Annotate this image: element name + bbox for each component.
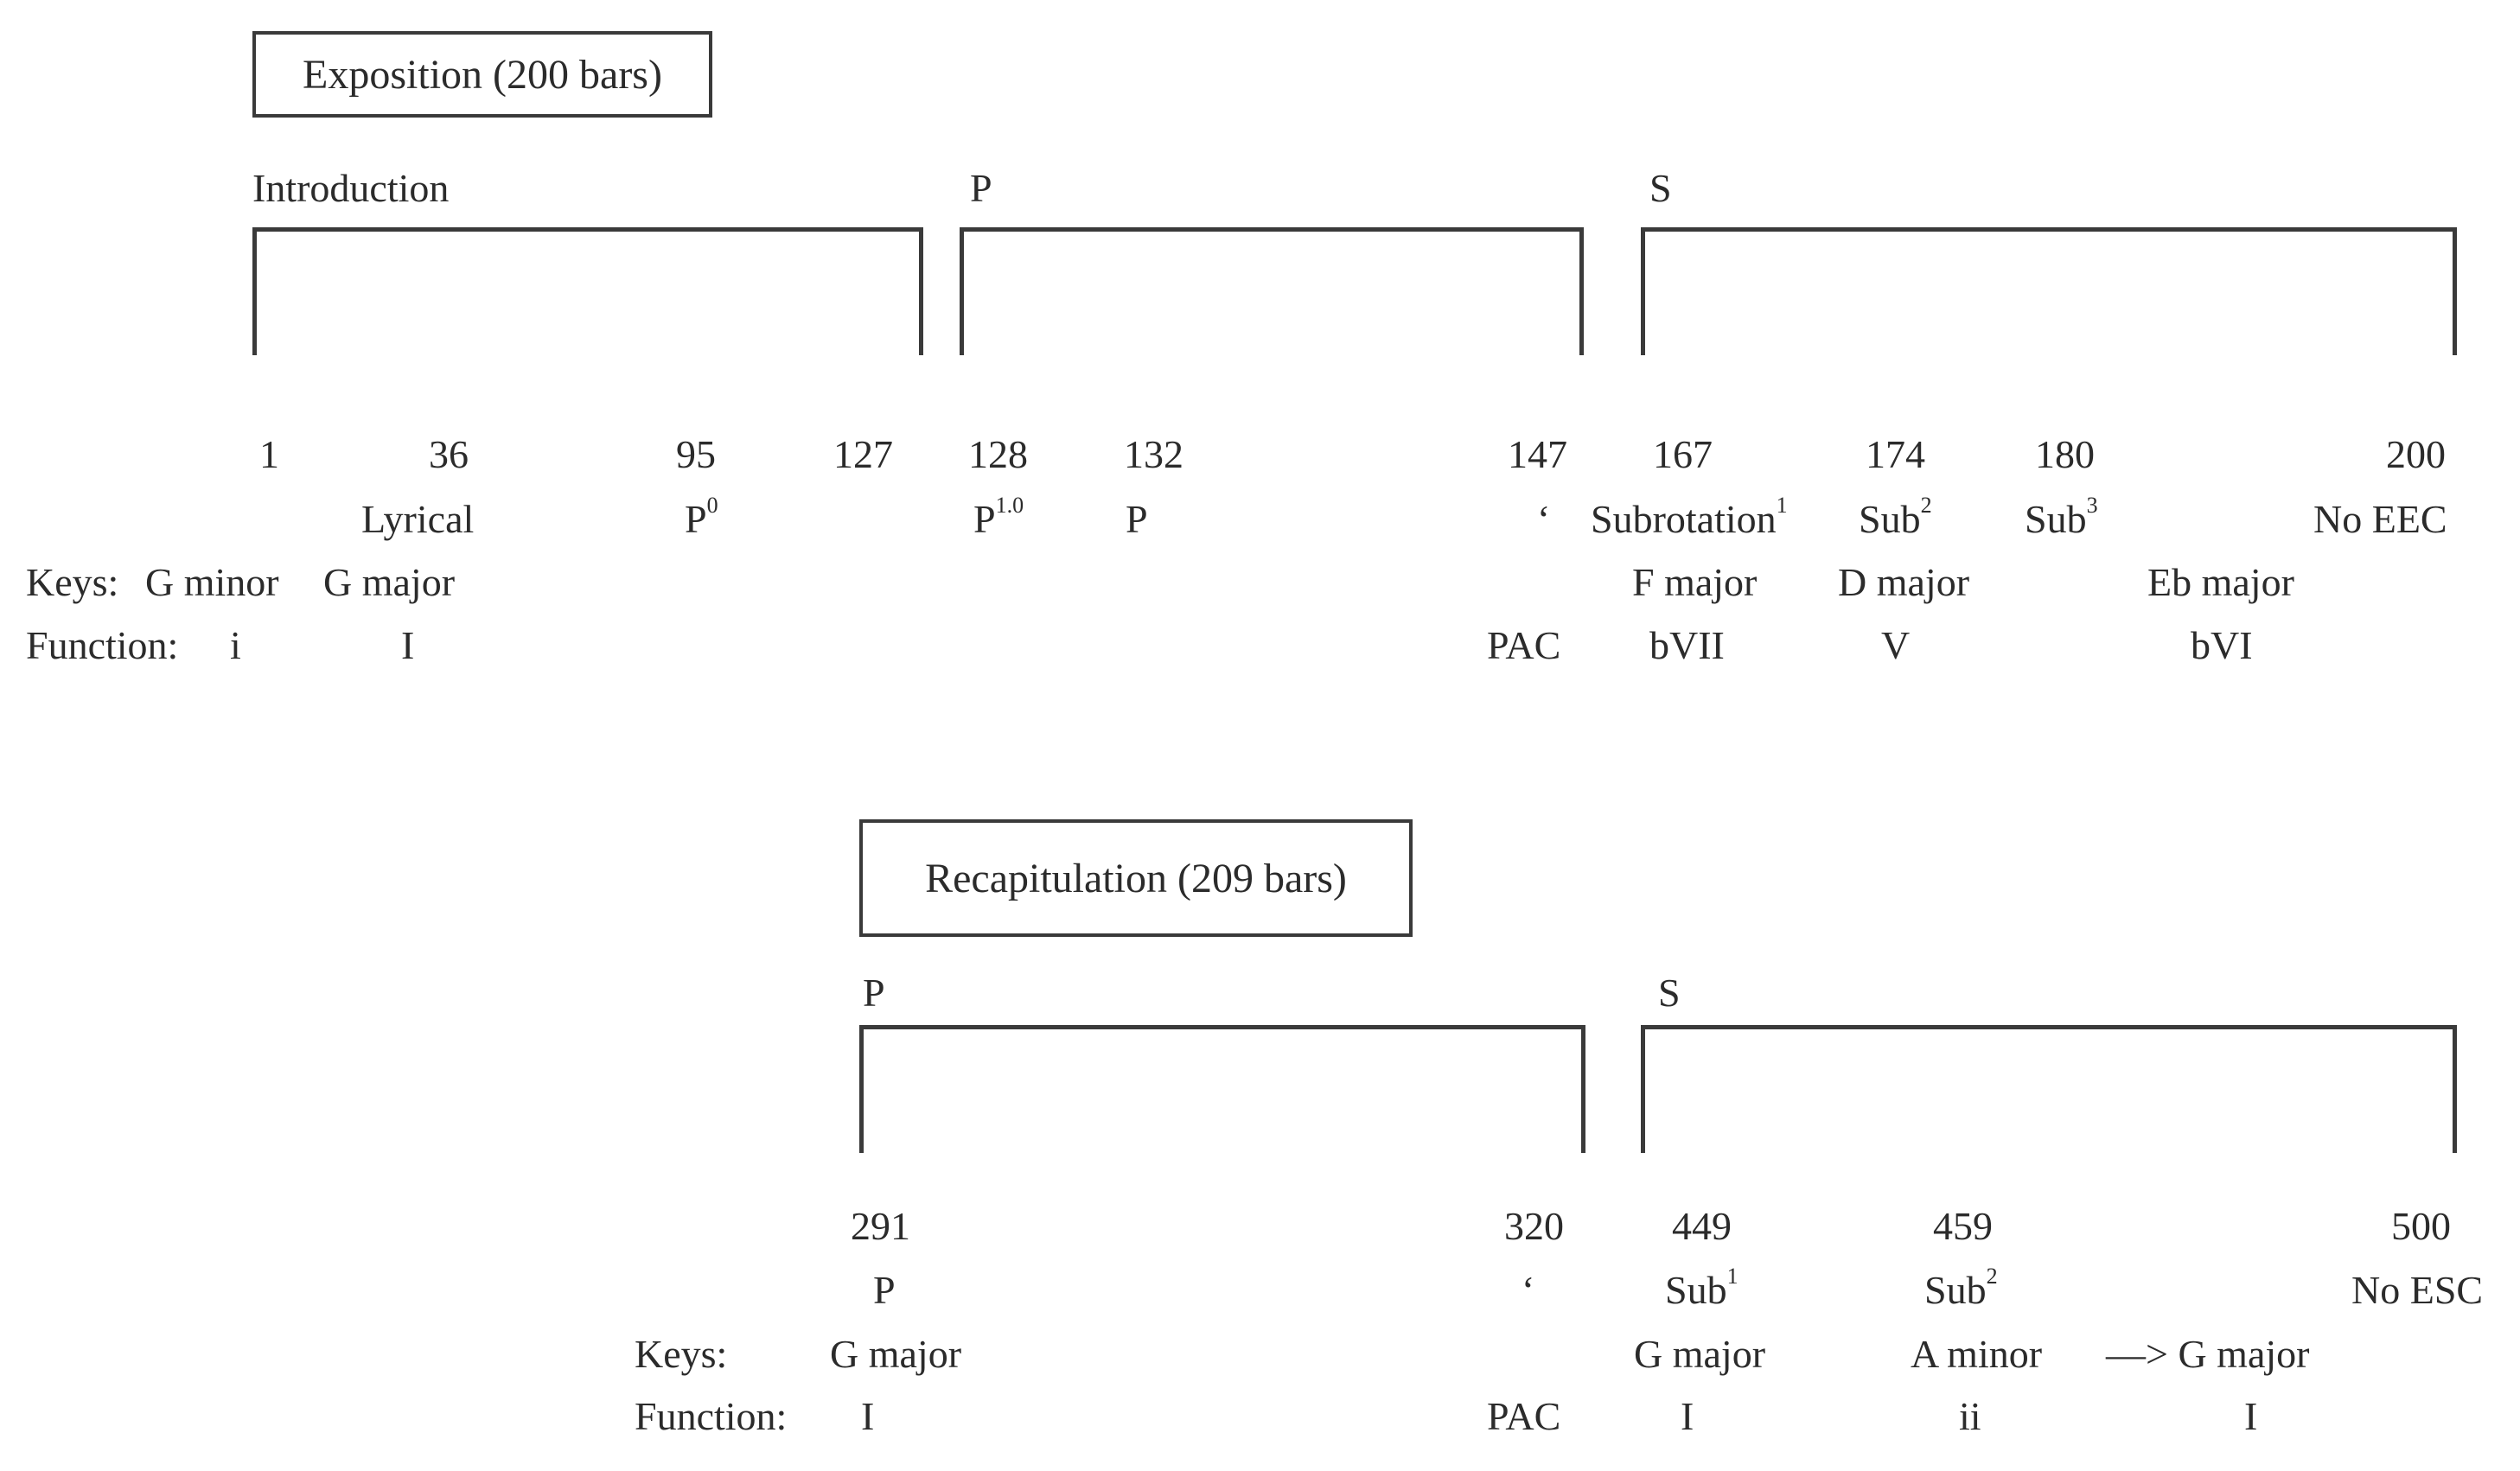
bar-number: 459 [1933,1204,1993,1248]
theme-label-sub3: Sub3 [2025,493,2098,541]
function: PAC [1487,1394,1561,1438]
function: PAC [1487,623,1561,667]
theme-label-lyrical: Lyrical [361,497,475,541]
theme-label-p: P [1126,497,1148,541]
recapitulation-title: Recapitulation (209 bars) [925,855,1347,901]
bracket-s [1641,227,2457,355]
key: G minor [145,560,279,604]
theme-label-sub2: Sub2 [1859,493,1932,541]
bar-number: 132 [1124,432,1183,476]
theme-label-no-esc: No ESC [2351,1268,2484,1312]
bracket-introduction [252,227,923,355]
bar-number: 291 [851,1204,910,1248]
section-label-introduction: Introduction [252,166,450,210]
key: D major [1838,560,1970,604]
bar-number: 320 [1504,1204,1564,1248]
function: I [2244,1394,2258,1438]
function-label: Function: [635,1394,788,1438]
function: i [230,623,241,667]
theme-label-p10: P1.0 [973,493,1024,541]
key: A minor [1911,1332,2043,1376]
section-label-s: S [1649,166,1672,210]
theme-label-tick: ‘ [1537,497,1551,541]
bar-number: 180 [2035,432,2095,476]
key: G major [323,560,456,604]
bar-number: 36 [429,432,469,476]
key: F major [1632,560,1758,604]
key: G major [1634,1332,1766,1376]
theme-label-p: P [873,1268,896,1312]
section-label-s: S [1658,971,1681,1015]
key: —> G major [2106,1332,2310,1376]
function: bVI [2191,623,2253,667]
bar-number: 1 [259,432,279,476]
theme-label-sub1: Sub1 [1665,1264,1738,1312]
bar-number: 167 [1653,432,1713,476]
keys-label: Keys: [26,560,119,604]
keys-label: Keys: [635,1332,728,1376]
bar-number: 449 [1672,1204,1732,1248]
function: I [861,1394,875,1438]
recapitulation-title-box: Recapitulation (209 bars) [859,819,1413,937]
bracket-p [859,1025,1585,1153]
function: V [1881,623,1911,667]
bar-number: 147 [1508,432,1567,476]
function: I [1681,1394,1694,1438]
bar-number: 200 [2386,432,2446,476]
bar-number: 500 [2391,1204,2451,1248]
function: ii [1959,1394,1981,1438]
bracket-p [960,227,1584,355]
theme-label-subrotation: Subrotation1 [1591,493,1788,541]
theme-label-sub2: Sub2 [1924,1264,1998,1312]
section-label-p: P [863,971,885,1015]
bar-number: 95 [676,432,716,476]
theme-label-p0: P0 [685,493,718,541]
section-label-p: P [970,166,992,210]
exposition-title-box: Exposition (200 bars) [252,31,712,118]
bar-number: 174 [1866,432,1925,476]
exposition-title: Exposition (200 bars) [303,51,662,98]
theme-label-no-eec: No EEC [2313,497,2447,541]
theme-label-tick: ‘ [1522,1268,1535,1312]
bar-number: 127 [833,432,893,476]
function: I [401,623,415,667]
function: bVII [1649,623,1725,667]
bracket-s [1641,1025,2457,1153]
function-label: Function: [26,623,179,667]
key: Eb major [2147,560,2294,604]
bar-number: 128 [968,432,1028,476]
key: G major [830,1332,962,1376]
